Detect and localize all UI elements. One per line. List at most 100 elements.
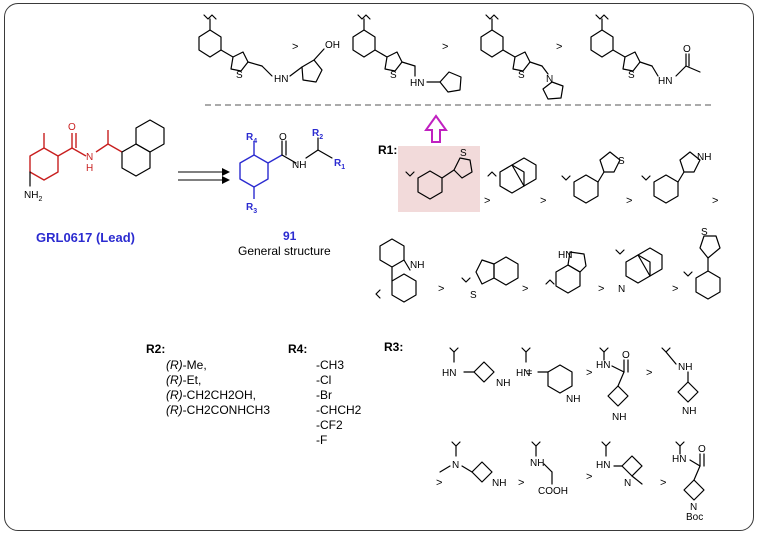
- r1-6-s-atom: S: [470, 290, 477, 301]
- top-structure-1: [198, 14, 325, 83]
- general-structure: [239, 141, 283, 199]
- general-compound-number: 91: [283, 229, 297, 243]
- lead-carbonyl-o: O: [68, 122, 76, 133]
- r3-order-sign-2: >: [586, 367, 592, 379]
- r4-item: -CF2: [316, 418, 343, 432]
- r2-item: (R)-CH2CH2OH,: [166, 388, 257, 402]
- r3-1-nh: NH: [496, 378, 510, 389]
- r1-substituent-7: [545, 251, 587, 294]
- r1-order-sign-3: >: [626, 195, 632, 207]
- top4-s-atom: S: [628, 70, 635, 81]
- top3-s-atom: S: [518, 70, 525, 81]
- top-order-sign-3: >: [556, 41, 562, 53]
- general-amide: [281, 137, 333, 164]
- top-structure-3: [480, 14, 564, 100]
- r2-item: (R)-Et,: [166, 373, 202, 387]
- r4-item: -CHCH2: [316, 403, 362, 417]
- r1-order-sign-7: >: [598, 283, 604, 295]
- figure-frame: [4, 3, 754, 531]
- r3-6-nh: NH: [530, 458, 544, 469]
- general-r2: R2: [312, 128, 323, 141]
- r3-4-nh: NH: [678, 362, 692, 373]
- general-carbonyl-o: O: [279, 132, 287, 143]
- r2-title: R2:: [146, 342, 166, 356]
- lead-structure: [29, 130, 123, 181]
- r1-substituent-1: [405, 157, 473, 200]
- r3-2-hn: HN: [516, 368, 530, 379]
- r3-2-nh: NH: [566, 394, 580, 405]
- r1-5-nh-atom: NH: [410, 260, 424, 271]
- r1-3-s-atom: S: [618, 156, 625, 167]
- r3-5-n: N: [452, 460, 459, 471]
- r3-1-hn: HN: [442, 368, 456, 379]
- top4-o-atom: O: [683, 44, 691, 55]
- r3-substituent-3: [599, 347, 629, 407]
- r3-substituent-6: [531, 441, 553, 485]
- r3-5-nh: NH: [492, 478, 506, 489]
- r3-order-sign-6: >: [586, 471, 592, 483]
- r3-8-hn: HN: [672, 454, 686, 465]
- r3-6-cooh: COOH: [538, 486, 568, 497]
- top-order-sign-2: >: [442, 41, 448, 53]
- r1-9-s-atom: S: [701, 227, 708, 238]
- r4-item: -F: [316, 433, 328, 447]
- r3-3-o: O: [622, 350, 630, 361]
- r3-4-nh-ring: NH: [682, 406, 696, 417]
- r1-substituent-2: [487, 157, 537, 194]
- lead-amine: NH2: [24, 190, 42, 203]
- top1-s-atom: S: [236, 70, 243, 81]
- r3-substituent-2: [521, 347, 573, 394]
- r1-1-s-atom: S: [460, 148, 467, 159]
- top1-hn-atom: HN: [274, 74, 288, 85]
- top1-oh-atom: OH: [325, 40, 340, 51]
- top4-hn-atom: HN: [658, 76, 672, 87]
- lead-amide-h: H: [86, 163, 93, 174]
- general-amide-nh: NH: [292, 160, 306, 171]
- r4-title: R4:: [288, 342, 308, 356]
- r3-substituent-7: [601, 441, 643, 485]
- r3-7-hn: HN: [596, 460, 610, 471]
- r3-substituent-5: [439, 441, 493, 483]
- lead-compound-label: GRL0617 (Lead): [36, 230, 135, 245]
- r3-7-n: N: [624, 478, 631, 489]
- synthesis-arrow: [178, 168, 230, 184]
- r1-substituent-9: [683, 235, 721, 300]
- r1-substituent-5: [375, 238, 417, 303]
- r1-order-sign-4: >: [712, 195, 718, 207]
- r1-order-sign-5: >: [438, 283, 444, 295]
- r1-order-sign-2: >: [540, 195, 546, 207]
- r4-item: -CH3: [316, 358, 345, 372]
- r1-highlight-box: [398, 146, 480, 212]
- r3-3-nh: NH: [612, 412, 626, 423]
- r2-item: (R)-Me,: [166, 358, 207, 372]
- top-order-sign-1: >: [292, 41, 298, 53]
- general-r3: R3: [246, 202, 257, 215]
- general-r4: R4: [246, 132, 257, 145]
- r2-item: (R)-CH2CONHCH3: [166, 403, 271, 417]
- r3-order-sign-3: >: [646, 367, 652, 379]
- r3-order-sign-7: >: [660, 477, 666, 489]
- top2-hn-atom: HN: [410, 78, 424, 89]
- r1-8-n-atom: N: [618, 284, 625, 295]
- r3-title: R3:: [384, 340, 404, 354]
- top-structure-4: [590, 14, 701, 77]
- r1-4-nh-atom: NH: [697, 152, 711, 163]
- r1-substituent-8: [615, 247, 663, 284]
- lead-amide-n: N: [86, 152, 93, 163]
- r3-8-n: N: [690, 502, 697, 513]
- r4-list: -CH3 -Cl -Br -CHCH2 -CF2 -F: [316, 358, 361, 448]
- r3-8-o: O: [698, 444, 706, 455]
- r3-order-sign-4: >: [436, 477, 442, 489]
- r3-order-sign-1: =: [526, 367, 532, 379]
- r1-highlight-arrow: [424, 114, 448, 143]
- r4-item: -Cl: [316, 373, 332, 387]
- r3-substituent-8: [675, 441, 705, 501]
- top3-n-atom: N: [546, 74, 553, 85]
- r1-substituent-6: [461, 256, 519, 286]
- r2-list: (R)-Me, (R)-Et, (R)-CH2CH2OH, (R)-CH2CON…: [166, 358, 270, 418]
- r1-substituent-3: [561, 151, 621, 204]
- r3-3-hn: HN: [596, 360, 610, 371]
- r1-order-sign-1: >: [484, 195, 490, 207]
- r1-title: R1:: [378, 143, 398, 157]
